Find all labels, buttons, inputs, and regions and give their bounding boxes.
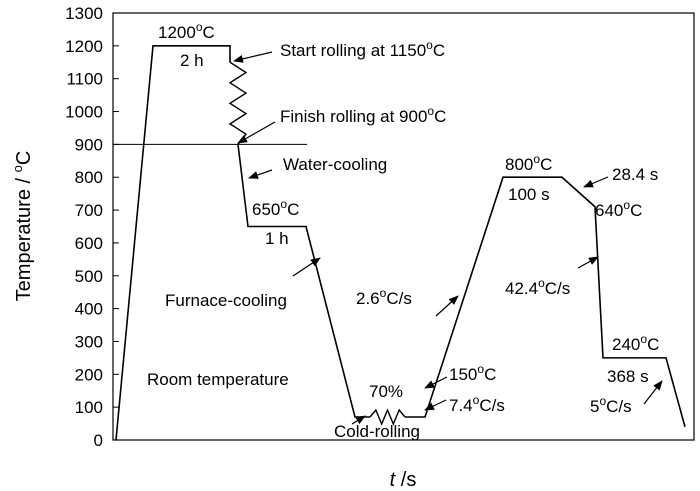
label-240c: 240oC — [612, 332, 659, 354]
plot-frame — [112, 12, 695, 441]
label-cold-rolling: Cold-rolling — [334, 422, 420, 441]
y-tick-label: 900 — [75, 135, 103, 154]
y-tick-label: 100 — [75, 398, 103, 417]
arrow-water-cooling — [248, 169, 273, 179]
label-rate-5: 5oC/s — [590, 394, 632, 416]
label-650c: 650oC — [252, 197, 299, 219]
label-150c: 150oC — [449, 362, 496, 384]
y-tick-label: 500 — [75, 267, 103, 286]
y-axis-label: Temperature / oC — [10, 151, 35, 302]
label-hold-368s: 368 s — [607, 367, 649, 386]
y-tick-label: 400 — [75, 300, 103, 319]
y-tick-label: 1200 — [65, 37, 103, 56]
arrow-rate-74 — [424, 399, 447, 411]
label-rate-26: 2.6oC/s — [356, 286, 412, 308]
arrow-rate-5 — [643, 380, 663, 405]
arrow-rate-424 — [577, 256, 599, 269]
y-tick-label: 1300 — [65, 4, 103, 23]
cold-rolling-zigzag — [369, 408, 406, 426]
label-water-cooling: Water-cooling — [283, 155, 387, 174]
label-hold-100s: 100 s — [508, 185, 550, 204]
hot-rolling-zigzag — [228, 61, 248, 145]
y-tick-label: 600 — [75, 234, 103, 253]
arrow-cold-rolling — [351, 415, 366, 425]
annotation-arrows — [233, 51, 663, 425]
arrow-finish-rolling — [237, 121, 276, 144]
label-1200c: 1200oC — [158, 20, 215, 42]
label-start-rolling: Start rolling at 1150oC — [280, 38, 445, 60]
label-hold-2h: 2 h — [180, 51, 204, 70]
arrow-furnace-cooling — [292, 257, 321, 277]
arrow-hold4 — [583, 176, 609, 188]
label-640c: 640oC — [595, 198, 642, 220]
label-reduction-70: 70% — [369, 382, 403, 401]
y-tick-label: 1000 — [65, 103, 103, 122]
y-tick-label: 0 — [94, 431, 103, 450]
label-hold-1h: 1 h — [265, 229, 289, 248]
arrow-start-rolling — [233, 51, 273, 63]
label-rate-74: 7.4oC/s — [449, 393, 505, 415]
y-tick-label: 800 — [75, 168, 103, 187]
label-room-temperature: Room temperature — [147, 370, 289, 389]
arrow-t150 — [424, 376, 448, 389]
y-axis-ticks: 0 100 200 300 400 500 600 700 800 900 1000 1100 1200… — [65, 4, 119, 450]
label-hold-28s: 28.4 s — [612, 165, 658, 184]
y-tick-label: 200 — [75, 365, 103, 384]
label-finish-rolling: Finish rolling at 900oC — [280, 104, 446, 126]
x-axis-label: t /s — [390, 469, 417, 491]
label-furnace-cooling: Furnace-cooling — [165, 291, 287, 310]
y-tick-label: 300 — [75, 332, 103, 351]
arrow-rate-26 — [435, 295, 459, 317]
y-tick-label: 1100 — [66, 70, 103, 89]
label-800c: 800oC — [505, 152, 552, 174]
label-rate-424: 42.4oC/s — [505, 276, 570, 298]
y-tick-label: 700 — [75, 201, 103, 220]
